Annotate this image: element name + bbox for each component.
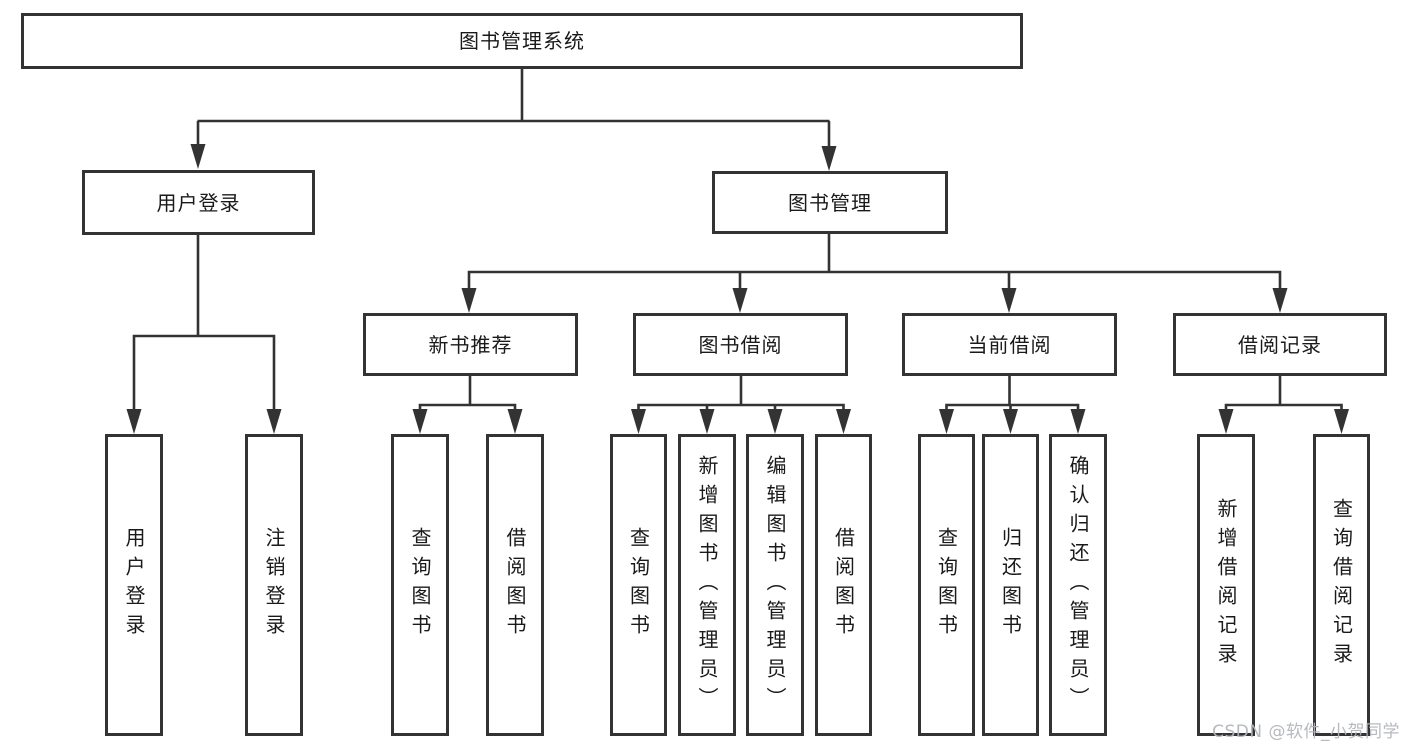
arrowheads-current-leaves <box>939 409 1086 434</box>
arrowheads-login-leaves <box>126 409 282 434</box>
node-leaf-user-login: 用户登录 <box>105 434 163 736</box>
connector-root-to-level1 <box>196 69 831 148</box>
node-leaf-current-query-books: 查询图书 <box>918 434 975 736</box>
node-current-borrowing: 当前借阅 <box>902 313 1117 376</box>
arrowheads-recommend-leaves <box>412 409 523 434</box>
node-leaf-borrow-books: 借阅图书 <box>815 434 872 736</box>
node-leaf-add-borrow-record: 新增借阅记录 <box>1197 434 1255 736</box>
node-leaf-return-books: 归还图书 <box>982 434 1039 736</box>
node-user-login-branch: 用户登录 <box>82 170 315 235</box>
connector-current-to-leaves <box>945 376 1080 411</box>
connector-mgmt-to-level2 <box>467 234 1282 290</box>
node-leaf-query-borrow-record: 查询借阅记录 <box>1313 434 1370 736</box>
node-leaf-borrow-query-books: 查询图书 <box>610 434 667 736</box>
arrowheads-level2 <box>461 288 1288 313</box>
connector-records-to-leaves <box>1224 376 1343 411</box>
node-leaf-recommend-borrow-books: 借阅图书 <box>486 434 544 736</box>
node-leaf-confirm-return-admin: 确认归还（管理员） <box>1049 434 1107 736</box>
node-library-management-system: 图书管理系统 <box>21 13 1023 69</box>
node-book-management-branch: 图书管理 <box>712 171 948 234</box>
node-leaf-recommend-query-books: 查询图书 <box>391 434 449 736</box>
csdn-watermark: CSDN @软件_小贺同学 <box>1212 722 1400 742</box>
node-leaf-logout: 注销登录 <box>245 434 303 736</box>
connector-login-to-leaves <box>132 235 276 410</box>
connector-borrow-to-leaves <box>637 376 845 411</box>
node-new-book-recommend: 新书推荐 <box>363 313 578 376</box>
node-leaf-add-books-admin: 新增图书（管理员） <box>678 434 736 736</box>
node-leaf-edit-books-admin: 编辑图书（管理员） <box>746 434 804 736</box>
arrowheads-borrow-leaves <box>631 409 851 434</box>
node-book-borrowing: 图书借阅 <box>633 313 848 376</box>
node-borrowing-records: 借阅记录 <box>1173 313 1387 376</box>
connector-recommend-to-leaves <box>418 376 517 411</box>
arrowheads-level1 <box>190 144 837 171</box>
arrowheads-records-leaves <box>1218 409 1349 434</box>
